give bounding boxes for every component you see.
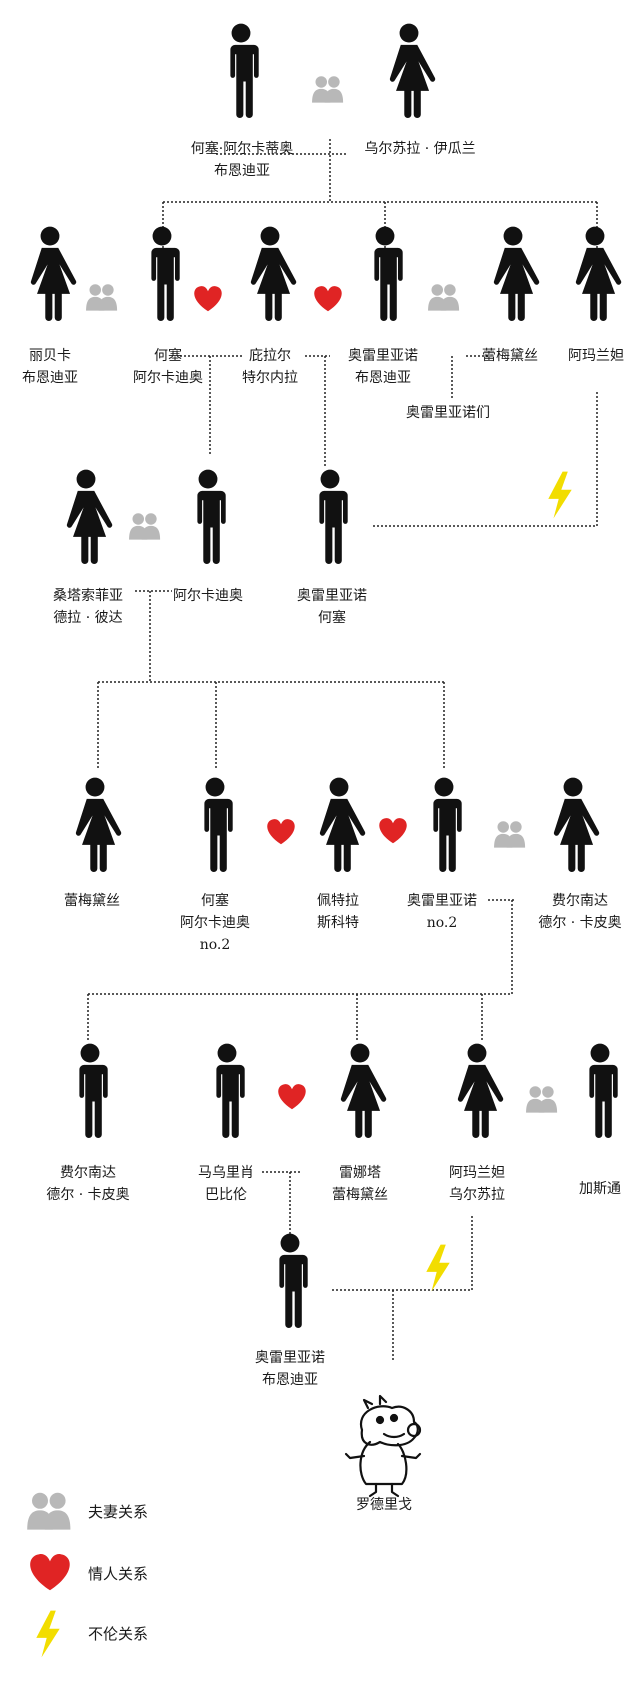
person-name-line: 巴比伦	[205, 1187, 247, 1203]
legend-label-couple: 夫妻关系	[88, 1503, 149, 1521]
person-name-line: 马乌里肖	[198, 1165, 254, 1181]
person-name-line: 奥雷里亚诺	[348, 348, 418, 364]
person-name-line: 斯科特	[317, 915, 359, 931]
person-label-p21: 阿玛兰妲乌尔苏拉	[449, 1162, 505, 1206]
person-name-line: 乌尔苏拉	[449, 1187, 505, 1203]
relation-line-12	[373, 392, 598, 527]
person-name-line: 乌尔苏拉 · 伊瓜兰	[364, 141, 476, 157]
relation-lines	[87, 139, 598, 1360]
person-name-line: 特尔内拉	[242, 370, 298, 386]
person-name-line: 德尔 · 卡皮奥	[46, 1187, 130, 1203]
legend-label-incest: 不伦关系	[88, 1625, 149, 1643]
person-name-line: 加斯通	[579, 1181, 621, 1197]
person-name-line: 德尔 · 卡皮奥	[538, 915, 622, 931]
person-name-line: 奥雷里亚诺们	[406, 405, 490, 421]
person-name-line: 阿玛兰妲	[568, 348, 624, 364]
person-label-p17: 费尔南达德尔 · 卡皮奥	[538, 890, 621, 934]
person-label-p1: 何塞·阿尔卡蒂奥布恩迪亚	[191, 138, 293, 182]
relation-line-27	[330, 1216, 473, 1291]
person-name-line: 阿玛兰妲	[449, 1165, 505, 1181]
person-name-line: 奥雷里亚诺	[297, 588, 367, 604]
person-name-line: 何塞	[154, 348, 182, 364]
pig-cartoon-icon	[344, 1394, 422, 1498]
person-label-p4: 何塞阿尔卡迪奥	[133, 345, 203, 389]
person-name-line: 雷娜塔	[339, 1165, 381, 1181]
person-name-line: 佩特拉	[317, 893, 359, 909]
person-name-line: 奥雷里亚诺	[255, 1350, 325, 1366]
legend-label-lover: 情人关系	[88, 1565, 149, 1583]
person-label-p16: 奥雷里亚诺 no.2	[407, 890, 477, 934]
person-label-p10: 桑塔索菲亚德拉 · 彼达	[53, 585, 123, 629]
person-name-line: 阿尔卡迪奥	[180, 915, 250, 931]
person-label-p23: 奥雷里亚诺布恩迪亚	[255, 1347, 325, 1391]
person-label-p9: 奥雷里亚诺们	[406, 402, 490, 424]
person-name-line: 布恩迪亚	[22, 370, 78, 386]
person-label-p2: 乌尔苏拉 · 伊瓜兰	[364, 138, 475, 160]
person-name-line: 何塞	[201, 893, 229, 909]
person-name-line: 庇拉尔	[249, 348, 291, 364]
person-name-line: 布恩迪亚	[355, 370, 411, 386]
person-name-line: 阿尔卡迪奥	[173, 588, 243, 604]
person-name-line: 布恩迪亚	[262, 1372, 318, 1388]
person-name-line: 德拉 · 彼达	[53, 610, 123, 626]
person-name-line: 蕾梅黛丝	[64, 893, 120, 909]
person-label-p20: 雷娜塔蕾梅黛丝	[332, 1162, 388, 1206]
person-label-p7: 蕾梅黛丝	[482, 345, 538, 367]
person-name-line: 何塞	[318, 610, 346, 626]
person-label-p22: 加斯通	[579, 1178, 621, 1200]
person-name-line: 费尔南达	[551, 893, 608, 909]
person-name-line: 蕾梅黛丝	[482, 348, 538, 364]
person-label-p18: 费尔南达德尔 · 卡皮奥	[46, 1162, 129, 1206]
person-label-p13: 蕾梅黛丝	[64, 890, 120, 912]
person-label-p8: 阿玛兰妲	[568, 345, 624, 367]
person-name-line: 费尔南达	[59, 1165, 116, 1181]
person-label-p24: 罗德里戈	[356, 1494, 412, 1516]
person-name-line: 桑塔索菲亚	[53, 588, 123, 604]
person-name-line: 阿尔卡迪奥	[133, 370, 203, 386]
person-name-line: 何塞·阿尔卡蒂奥	[190, 141, 294, 157]
person-name-line: 丽贝卡	[29, 348, 71, 364]
person-label-p5: 庇拉尔特尔内拉	[242, 345, 298, 389]
person-label-p12: 奥雷里亚诺何塞	[297, 585, 367, 629]
person-name-line: no.2	[426, 915, 458, 931]
person-label-p15: 佩特拉斯科特	[317, 890, 359, 934]
person-name-line: 蕾梅黛丝	[332, 1187, 388, 1203]
person-label-p3: 丽贝卡布恩迪亚	[22, 345, 78, 389]
person-name-line: no.2	[199, 937, 231, 953]
person-label-p6: 奥雷里亚诺布恩迪亚	[348, 345, 418, 389]
person-name-line: 罗德里戈	[356, 1497, 412, 1513]
person-name-line: 奥雷里亚诺	[407, 893, 477, 909]
person-name-line: 布恩迪亚	[213, 163, 270, 179]
person-label-p19: 马乌里肖巴比伦	[198, 1162, 254, 1206]
person-label-p14: 何塞阿尔卡迪奥 no.2	[180, 890, 250, 956]
person-label-p11: 阿尔卡迪奥	[173, 585, 243, 607]
